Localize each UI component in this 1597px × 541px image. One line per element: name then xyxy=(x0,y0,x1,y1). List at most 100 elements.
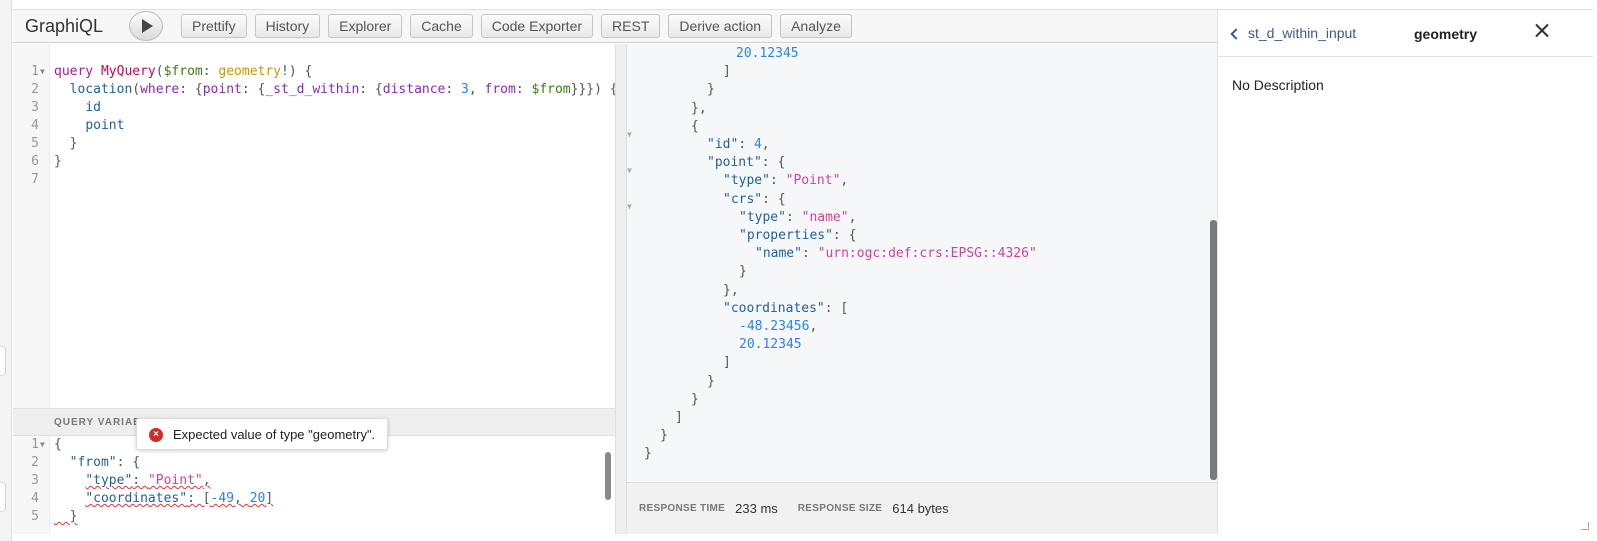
error-icon: × xyxy=(149,428,163,442)
code-token: : { xyxy=(359,82,383,97)
code-token xyxy=(54,82,70,97)
result-line: "id": 4, xyxy=(707,136,770,154)
code-token: point xyxy=(85,118,125,133)
documentation-explorer: st_d_within_input geometry No Descriptio… xyxy=(1217,10,1593,534)
code-token: }}}) { xyxy=(570,82,618,97)
code-token: ] xyxy=(723,64,731,80)
code-exporter-button[interactable]: Code Exporter xyxy=(480,14,594,38)
result-line: }, xyxy=(723,282,739,300)
line-number: 2 xyxy=(31,455,39,470)
code-token: : [ xyxy=(187,491,211,506)
code-token: , xyxy=(468,82,485,97)
line-number: 1 xyxy=(31,64,39,79)
code-text: } xyxy=(54,508,78,526)
result-line: } xyxy=(660,427,668,445)
code-token: } xyxy=(644,446,652,462)
code-token: "type" xyxy=(85,473,133,488)
code-text: { xyxy=(54,436,62,454)
code-token: "Point" xyxy=(147,473,203,488)
line-number: 2 xyxy=(31,82,39,97)
code-token: from xyxy=(484,82,516,97)
result-line: } xyxy=(644,445,652,463)
code-text: "coordinates": [-49, 20] xyxy=(54,490,273,508)
code-token: MyQuery xyxy=(100,64,156,79)
fold-arrow-icon[interactable]: ▼ xyxy=(40,67,45,76)
code-token: "crs" xyxy=(723,191,763,207)
result-line: "type": "name", xyxy=(739,209,856,227)
result-scrollbar[interactable] xyxy=(1210,220,1217,480)
line-number: 3 xyxy=(31,473,39,488)
result-line: "type": "Point", xyxy=(723,172,848,190)
code-token: distance xyxy=(382,82,446,97)
code-token: "name" xyxy=(755,246,802,262)
query-variables-title: QUERY VARIABLES xyxy=(54,417,164,428)
toolbar: GraphiQL Prettify History Explorer Cache… xyxy=(13,10,1239,43)
outer-panel-handle[interactable] xyxy=(0,482,6,512)
explorer-button[interactable]: Explorer xyxy=(328,14,403,38)
variables-editor-gutter xyxy=(13,436,50,534)
code-token xyxy=(93,64,101,79)
code-token: "type" xyxy=(739,209,786,225)
code-token: "Point" xyxy=(785,173,841,189)
fold-arrow-icon[interactable]: ▼ xyxy=(627,130,632,139)
code-token: where xyxy=(140,82,180,97)
line-number: 4 xyxy=(31,118,39,133)
prettify-button[interactable]: Prettify xyxy=(181,14,247,38)
code-text: id xyxy=(54,99,101,117)
result-line: } xyxy=(691,391,699,409)
result-line: "point": { xyxy=(707,154,785,172)
doc-explorer-header: st_d_within_input geometry xyxy=(1218,10,1593,57)
code-token: "coordinates" xyxy=(723,300,825,316)
code-token: , xyxy=(840,173,849,189)
derive-action-button[interactable]: Derive action xyxy=(668,14,773,38)
code-token: -48.23456 xyxy=(739,319,810,334)
fold-arrow-icon[interactable]: ▼ xyxy=(40,440,45,449)
doc-title: geometry xyxy=(1414,26,1478,42)
close-icon[interactable] xyxy=(1531,20,1553,42)
doc-back-link[interactable]: st_d_within_input xyxy=(1230,25,1357,41)
fold-arrow-icon[interactable]: ▼ xyxy=(627,202,632,211)
code-token: , xyxy=(848,209,857,225)
cache-button[interactable]: Cache xyxy=(410,14,473,38)
code-text: } xyxy=(54,153,62,171)
code-token: : { xyxy=(116,455,141,470)
query-editor-gutter xyxy=(13,44,50,408)
code-token: "name" xyxy=(801,209,849,225)
code-token: geometry xyxy=(218,64,282,79)
code-token xyxy=(54,100,85,115)
resize-handle-icon[interactable] xyxy=(1581,522,1589,530)
rest-button[interactable]: REST xyxy=(601,14,661,38)
error-tooltip: × Expected value of type "geometry". xyxy=(136,418,389,450)
code-token: ( xyxy=(155,64,164,79)
fold-arrow-icon[interactable]: ▼ xyxy=(627,166,632,175)
code-token: "id" xyxy=(707,137,739,152)
code-token: "coordinates" xyxy=(85,491,188,506)
variables-scrollbar[interactable] xyxy=(605,452,611,500)
result-line: -48.23456, xyxy=(739,318,817,336)
code-token: : [ xyxy=(824,300,849,316)
outer-panel-handle[interactable] xyxy=(0,346,6,376)
play-icon xyxy=(142,19,153,33)
code-token xyxy=(54,118,85,133)
code-token: ] xyxy=(675,410,683,425)
code-token: } xyxy=(54,136,78,151)
code-token: "from" xyxy=(69,455,117,470)
variables-editor[interactable]: 1▼{2 "from": {3 "type": "Point",4 "coord… xyxy=(13,436,615,534)
line-number: 7 xyxy=(31,172,39,187)
result-line: 20.12345 xyxy=(736,45,799,63)
result-line: "name": "urn:ogc:def:crs:EPSG::4326" xyxy=(755,245,1037,263)
doc-back-label: st_d_within_input xyxy=(1248,25,1357,41)
code-token: } xyxy=(691,391,699,407)
code-token: 20.12345 xyxy=(739,337,802,353)
result-line: ] xyxy=(723,63,731,81)
code-token: : xyxy=(785,209,802,225)
result-line: ] xyxy=(723,354,731,372)
execute-query-button[interactable] xyxy=(129,11,163,41)
query-editor[interactable]: 1▼query MyQuery($from: geometry!) {2 loc… xyxy=(13,44,618,408)
code-token: }, xyxy=(723,282,739,298)
history-button[interactable]: History xyxy=(254,14,321,38)
line-number: 1 xyxy=(31,437,39,452)
code-token: : xyxy=(769,173,786,189)
analyze-button[interactable]: Analyze xyxy=(780,14,852,38)
editor-result-divider[interactable] xyxy=(615,44,627,534)
